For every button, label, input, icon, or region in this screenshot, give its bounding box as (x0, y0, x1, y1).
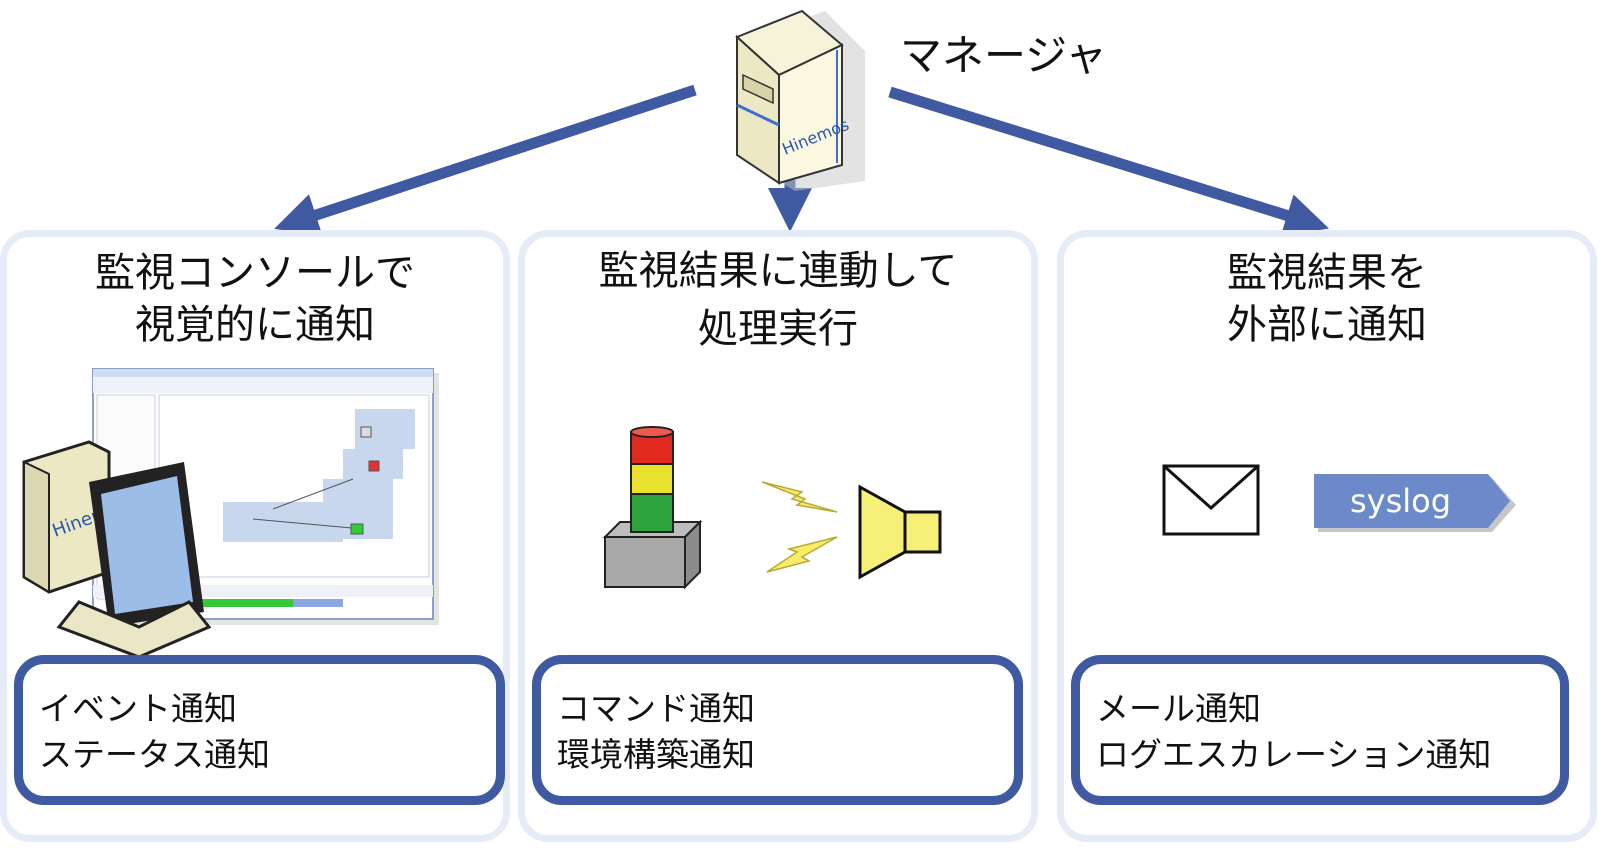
syslog-tag: syslog (1314, 474, 1516, 532)
panel-external: 監視結果を 外部に通知 syslog メール通知 ログエスカレーション通知 (1057, 230, 1597, 842)
arrow-left (274, 84, 697, 236)
notice-box: イベント通知 ステータス通知 (14, 655, 505, 805)
notice-box: コマンド通知 環境構築通知 (532, 655, 1023, 805)
panel-console: 監視コンソールで 視覚的に通知 Hinemos イベント通知 ス (0, 230, 510, 842)
mail-icon (1162, 464, 1260, 536)
notice-item-command: コマンド通知 (557, 689, 755, 728)
notice-item-env: 環境構築通知 (557, 735, 755, 774)
panel-title: 監視結果を 外部に通知 (1227, 250, 1427, 348)
manager-server-icon: Hinemos (735, 9, 865, 191)
lightning-icon (761, 481, 838, 573)
notice-box: メール通知 ログエスカレーション通知 (1071, 655, 1569, 805)
notice-item-log-escalation: ログエスカレーション通知 (1096, 735, 1492, 774)
notice-item-event: イベント通知 (39, 689, 237, 728)
notice-item-mail: メール通知 (1096, 689, 1261, 728)
arrow-right (888, 86, 1330, 237)
manager-label: マネージャ (900, 31, 1108, 80)
notice-item-status: ステータス通知 (39, 735, 270, 774)
panel-title: 監視結果に連動して 処理実行 (598, 248, 958, 352)
syslog-label: syslog (1350, 482, 1451, 520)
pc-illustration: Hinemos (22, 440, 212, 659)
panel-title: 監視コンソールで 視覚的に通知 (95, 250, 415, 348)
signal-tower-icon (602, 426, 703, 590)
speaker-icon (858, 484, 942, 580)
panel-action: 監視結果に連動して 処理実行 コマンド通知 環境構築通知 (518, 230, 1038, 842)
